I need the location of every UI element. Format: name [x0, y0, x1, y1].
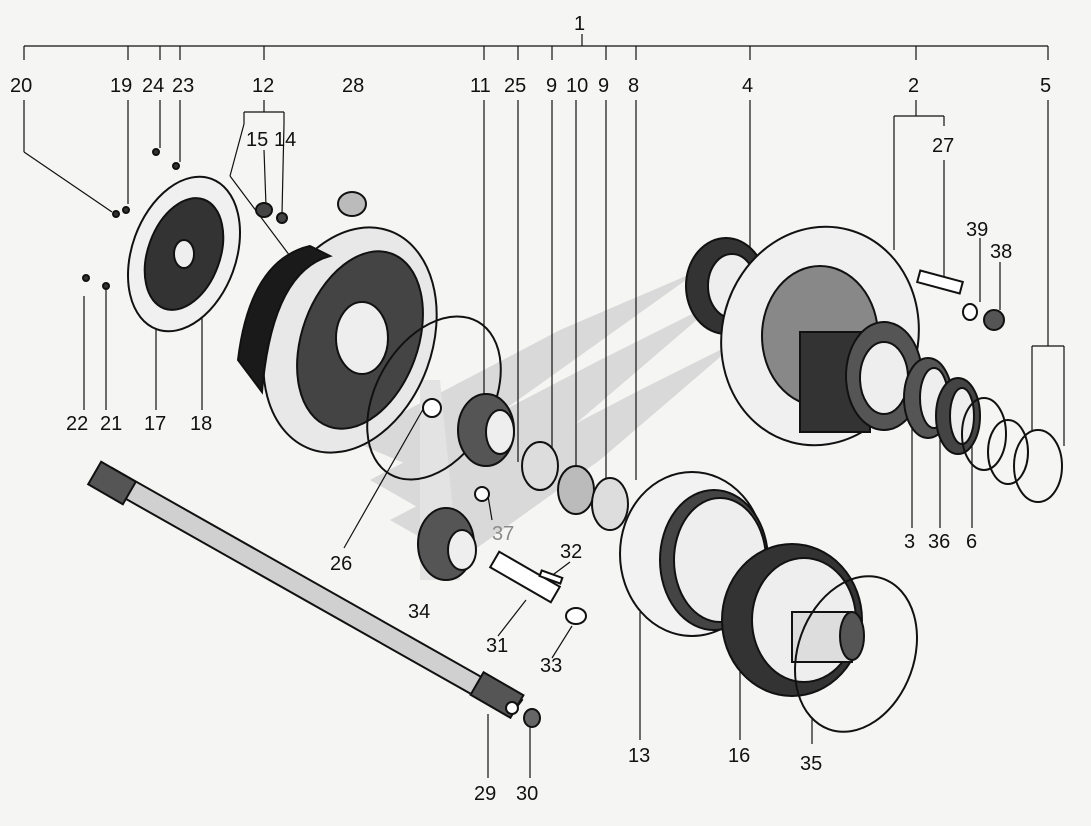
label-3: 3 — [904, 531, 915, 553]
label-26: 26 — [330, 553, 352, 575]
label-9b: 9 — [598, 75, 609, 97]
cover-17 — [126, 175, 242, 333]
bracket-1 — [23, 34, 1049, 60]
label-2: 2 — [908, 75, 919, 97]
label-21: 21 — [100, 413, 122, 435]
housing-12 — [236, 226, 438, 454]
label-22: 22 — [66, 413, 88, 435]
rings-3-36-6-5 — [903, 357, 1063, 503]
label-38: 38 — [990, 241, 1012, 263]
label-32: 32 — [560, 541, 582, 563]
label-34: 34 — [408, 601, 430, 623]
label-4: 4 — [742, 75, 753, 97]
label-10: 10 — [566, 75, 588, 97]
ring-35 — [794, 575, 918, 733]
label-31: 31 — [486, 635, 508, 657]
label-20: 20 — [10, 75, 32, 97]
label-19: 19 — [110, 75, 132, 97]
watermark-logo — [350, 270, 740, 580]
washers-9-10 — [521, 441, 629, 531]
label-23: 23 — [172, 75, 194, 97]
label-39: 39 — [966, 219, 988, 241]
label-9a: 9 — [546, 75, 557, 97]
sub-brackets — [243, 100, 1065, 446]
label-6: 6 — [966, 531, 977, 553]
planet-carrier-16 — [721, 543, 865, 697]
label-17: 17 — [144, 413, 166, 435]
small-parts — [82, 148, 587, 728]
label-25: 25 — [504, 75, 526, 97]
label-18: 18 — [190, 413, 212, 435]
label-24: 24 — [142, 75, 164, 97]
label-14: 14 — [274, 129, 296, 151]
label-36: 36 — [928, 531, 950, 553]
label-12: 12 — [252, 75, 274, 97]
gears — [417, 393, 515, 581]
label-33: 33 — [540, 655, 562, 677]
bolt-27 — [915, 269, 1005, 331]
hub-2 — [720, 225, 923, 447]
label-11: 11 — [470, 75, 491, 97]
label-13: 13 — [628, 745, 650, 767]
label-27: 27 — [932, 135, 954, 157]
callout-labels: 1 20 19 24 23 12 28 11 25 9 10 9 8 4 2 5… — [10, 13, 1051, 805]
label-28: 28 — [342, 75, 364, 97]
label-29: 29 — [474, 783, 496, 805]
label-5: 5 — [1040, 75, 1051, 97]
label-30: 30 — [516, 783, 538, 805]
label-8: 8 — [628, 75, 639, 97]
label-16: 16 — [728, 745, 750, 767]
label-1: 1 — [574, 13, 585, 35]
label-37: 37 — [492, 523, 514, 545]
shaft-29 — [86, 460, 525, 720]
label-15: 15 — [246, 129, 268, 151]
leader-lines — [23, 100, 1001, 778]
label-35: 35 — [800, 753, 822, 775]
